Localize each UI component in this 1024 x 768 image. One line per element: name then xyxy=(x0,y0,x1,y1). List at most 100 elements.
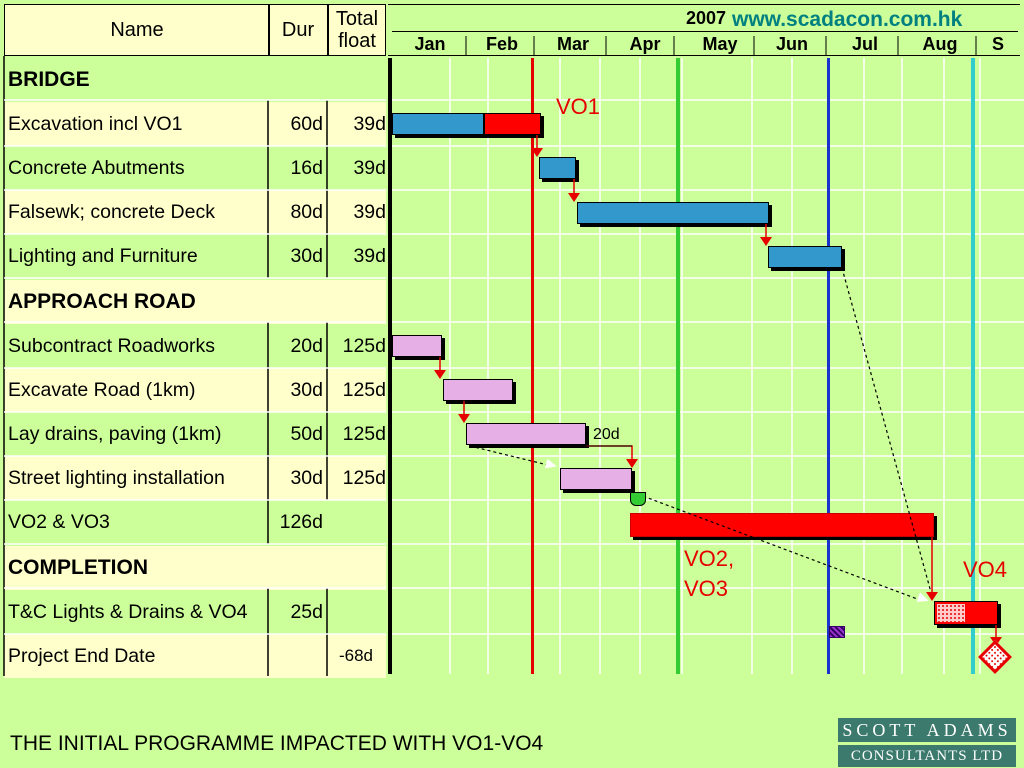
caption: THE INITIAL PROGRAMME IMPACTED WITH VO1-… xyxy=(10,732,544,755)
task-name: Street lighting installation xyxy=(8,466,225,489)
month-jan: Jan xyxy=(414,34,446,54)
task-name: Concrete Abutments xyxy=(8,156,185,179)
task-name: Lay drains, paving (1km) xyxy=(8,422,222,445)
task-duration: 25d xyxy=(290,600,323,623)
link-arrow-icon xyxy=(568,193,580,202)
bar-vo2-vo3[interactable] xyxy=(630,513,934,537)
section-title: BRIDGE xyxy=(8,68,90,91)
month-feb: Feb xyxy=(485,34,519,54)
task-float: 125d xyxy=(342,334,386,357)
bar-excavation[interactable] xyxy=(392,113,484,135)
task-float: 125d xyxy=(342,466,386,489)
section-row-completion: COMPLETION xyxy=(4,546,386,590)
task-row[interactable]: Lighting and Furniture 30d 39d xyxy=(4,234,386,278)
month-sep: S xyxy=(991,34,1005,54)
task-duration: 30d xyxy=(290,378,323,401)
task-duration: 50d xyxy=(290,422,323,445)
vo2-annotation-line2: VO3 xyxy=(684,576,729,601)
task-name: Excavation incl VO1 xyxy=(8,112,183,135)
task-duration: 126d xyxy=(279,510,323,533)
link-arrow-icon xyxy=(531,148,543,157)
purple-flag-icon xyxy=(829,626,845,638)
link-arrow-icon xyxy=(626,459,638,468)
gantt-start-line xyxy=(388,58,392,674)
bar-street-lighting[interactable] xyxy=(560,468,632,490)
task-row[interactable]: Subcontract Roadworks 20d 125d xyxy=(4,324,386,368)
task-name: Project End Date xyxy=(8,644,156,667)
task-name: Falsewk; concrete Deck xyxy=(8,200,215,223)
website-link[interactable]: www.scadacon.com.hk xyxy=(732,8,963,31)
bar-lay-drains[interactable] xyxy=(466,423,586,445)
table-grid xyxy=(3,56,386,676)
gantt-grid xyxy=(388,36,1024,674)
header-divider-1 xyxy=(268,4,270,56)
vo4-annotation: VO4 xyxy=(963,557,1008,582)
section-title: COMPLETION xyxy=(8,556,148,579)
task-name: VO2 & VO3 xyxy=(8,510,110,533)
timeline-header xyxy=(388,4,1020,56)
link-arrow-icon xyxy=(926,592,938,601)
task-float: 39d xyxy=(353,200,386,223)
green-date-line xyxy=(676,58,680,674)
header-name: Name xyxy=(110,19,164,41)
task-row[interactable]: VO2 & VO3 126d xyxy=(4,500,386,544)
bar-concrete-abutments[interactable] xyxy=(539,157,576,179)
bar-excavate-road[interactable] xyxy=(443,379,513,401)
cyan-date-line xyxy=(971,58,975,674)
task-float: 39d xyxy=(353,244,386,267)
task-row[interactable]: Lay drains, paving (1km) 50d 125d xyxy=(4,412,386,456)
task-row[interactable]: Excavation incl VO1 60d 39d xyxy=(4,102,386,146)
bar-vo1-extension[interactable] xyxy=(484,113,541,135)
task-row[interactable]: Project End Date -68d xyxy=(4,634,386,678)
bar-lighting-furniture[interactable] xyxy=(768,246,842,268)
task-float: 125d xyxy=(342,422,386,445)
task-duration: 80d xyxy=(290,200,323,223)
month-axis-line xyxy=(392,31,1018,32)
green-milestone-icon xyxy=(630,492,646,506)
task-duration: 60d xyxy=(290,112,323,135)
section-title: APPROACH ROAD xyxy=(8,290,196,313)
year-label: 2007 xyxy=(686,8,727,28)
task-row[interactable]: T&C Lights & Drains & VO4 25d xyxy=(4,590,386,634)
month-apr: Apr xyxy=(629,34,661,54)
vo1-date-line xyxy=(531,58,534,674)
lag-label: 20d xyxy=(593,426,620,443)
link-arrow-icon xyxy=(434,370,446,379)
bar-tc-hatched-portion xyxy=(937,604,965,622)
logo-line1: SCOTT ADAMS xyxy=(838,718,1016,742)
task-float: 39d xyxy=(353,156,386,179)
task-name: Subcontract Roadworks xyxy=(8,334,216,357)
task-row[interactable]: Concrete Abutments 16d 39d xyxy=(4,146,386,190)
task-name: Excavate Road (1km) xyxy=(8,378,196,401)
logo-line2: CONSULTANTS LTD xyxy=(838,745,1016,767)
task-name: Lighting and Furniture xyxy=(8,244,198,267)
task-row[interactable]: Street lighting installation 30d 125d xyxy=(4,456,386,500)
header-duration: Dur xyxy=(281,19,315,41)
task-float: 125d xyxy=(342,378,386,401)
task-float: -68d xyxy=(338,646,374,665)
section-row-bridge: BRIDGE xyxy=(4,58,386,102)
task-row[interactable]: Falsewk; concrete Deck 80d 39d xyxy=(4,190,386,234)
header-divider-2 xyxy=(327,4,329,56)
month-mar: Mar xyxy=(556,34,590,54)
task-duration: 30d xyxy=(290,466,323,489)
task-name: T&C Lights & Drains & VO4 xyxy=(8,600,248,623)
section-row-approach-road: APPROACH ROAD xyxy=(4,280,386,324)
month-jun: Jun xyxy=(775,34,809,54)
link-arrow-icon xyxy=(760,237,772,246)
blue-date-line xyxy=(827,58,830,674)
task-duration: 16d xyxy=(290,156,323,179)
bar-subcontract-roadworks[interactable] xyxy=(392,335,442,357)
month-may: May xyxy=(702,34,738,54)
vo1-annotation: VO1 xyxy=(556,94,601,119)
dependency-links xyxy=(439,135,997,640)
link-arrow-icon xyxy=(458,414,470,423)
month-aug: Aug xyxy=(922,34,958,54)
vo2-annotation-line1: VO2, xyxy=(684,546,735,571)
task-float: 39d xyxy=(353,112,386,135)
month-jul: Jul xyxy=(851,34,879,54)
bar-falsework-deck[interactable] xyxy=(577,202,769,224)
task-row[interactable]: Excavate Road (1km) 30d 125d xyxy=(4,368,386,412)
task-duration: 30d xyxy=(290,244,323,267)
task-duration: 20d xyxy=(290,334,323,357)
